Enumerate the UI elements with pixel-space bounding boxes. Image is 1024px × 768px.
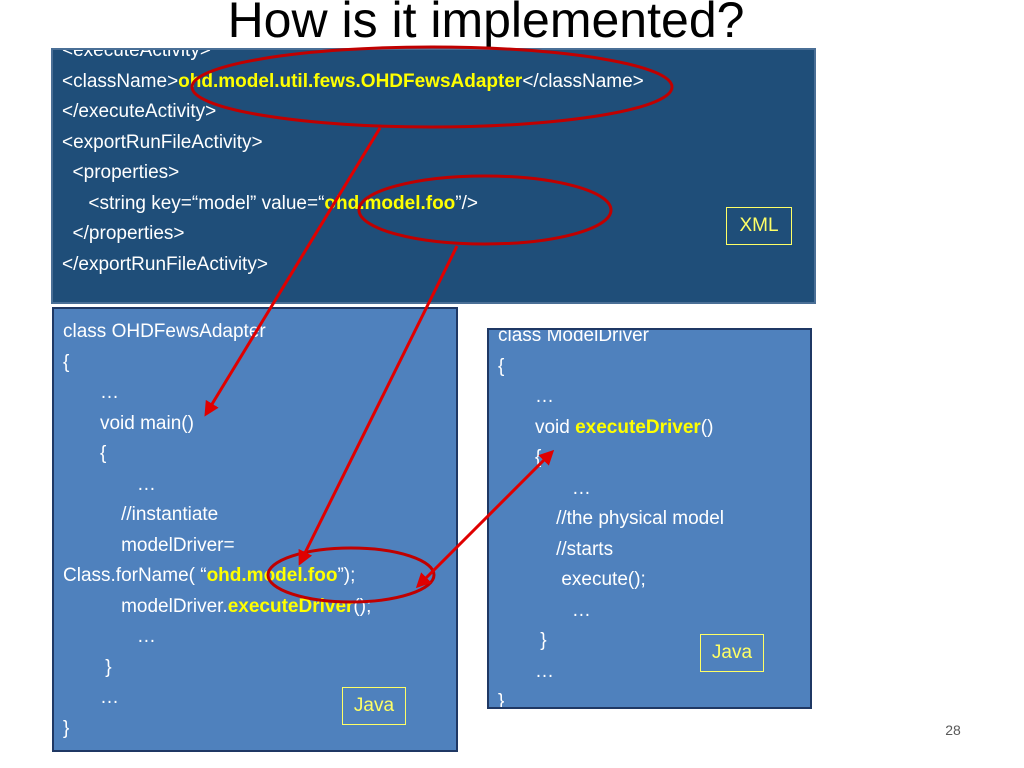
xml-label: XML [726, 207, 792, 245]
code-text: void main() [63, 412, 194, 434]
code-text: } [498, 691, 505, 709]
code-text: //starts [498, 538, 614, 560]
code-line: … [63, 470, 456, 501]
code-line: </properties> [62, 219, 814, 250]
code-text: } [63, 656, 112, 678]
code-text: modelDriver= [63, 534, 235, 556]
code-text: <properties> [62, 162, 180, 183]
code-text: ”); [337, 565, 356, 586]
code-text: <executeActivity> [62, 48, 211, 61]
code-line: { [63, 439, 456, 470]
code-text: … [498, 660, 554, 682]
code-text: modelDriver. [63, 595, 228, 617]
slide-title: How is it implemented? [227, 0, 745, 48]
code-text: { [498, 447, 542, 468]
code-line: { [498, 352, 810, 383]
code-text: execute(); [498, 569, 646, 590]
code-text: class OHDFewsAdapter [63, 321, 266, 342]
code-line: … [498, 382, 810, 413]
code-line: class OHDFewsAdapter [63, 317, 456, 348]
code-text: <string key=“model” value=“ [62, 192, 325, 214]
code-line: //the physical model [498, 504, 810, 535]
code-line: //instantiate [63, 500, 456, 531]
code-text: { [63, 443, 107, 464]
highlighted-identifier: executeDriver [227, 595, 354, 617]
adapter-java-label: Java [342, 687, 406, 725]
code-line: … [498, 474, 810, 505]
code-text: </properties> [62, 223, 185, 244]
code-text: void [498, 416, 576, 438]
code-line: <properties> [62, 158, 814, 189]
code-line: } [498, 626, 810, 657]
code-line: … [63, 683, 456, 714]
code-text: <className> [62, 70, 179, 92]
code-text: … [498, 599, 591, 621]
code-text: Class.forName( “ [63, 565, 207, 586]
code-line: <string key=“model” value=“ohd.model.foo… [62, 189, 814, 220]
highlighted-identifier: executeDriver [575, 416, 701, 438]
fews-adapter-class-panel: class OHDFewsAdapter{ … void main() { … … [52, 307, 458, 752]
code-line: modelDriver= [63, 531, 456, 562]
code-line: <className>ohd.model.util.fews.OHDFewsAd… [62, 67, 814, 98]
code-line: … [63, 622, 456, 653]
code-line: … [498, 657, 810, 688]
driver-java-label: Java [700, 634, 764, 672]
code-text: () [700, 416, 714, 438]
code-line: execute(); [498, 565, 810, 596]
code-line: <exportRunFileActivity> [62, 128, 814, 159]
code-line: { [63, 348, 456, 379]
code-line: </exportRunFileActivity> [62, 250, 814, 281]
code-text: … [63, 473, 156, 495]
xml-config-panel: <executeActivity> <className>ohd.model.ut… [51, 48, 816, 304]
code-text: … [498, 477, 591, 499]
page-number: 28 [945, 722, 961, 738]
code-line: } [498, 687, 810, 709]
code-line: //starts [498, 535, 810, 566]
code-line: modelDriver.executeDriver(); [63, 592, 456, 623]
code-line: } [63, 653, 456, 684]
code-text: ”/> [455, 192, 478, 214]
code-line: <executeActivity> [62, 48, 814, 67]
xml-code: <executeActivity> <className>ohd.model.ut… [62, 48, 814, 281]
code-line: { [498, 443, 810, 474]
adapter-code: class OHDFewsAdapter{ … void main() { … … [63, 317, 456, 744]
code-text: class ModelDriver [498, 328, 649, 346]
highlighted-identifier: ohd.model.foo [324, 192, 456, 214]
driver-code: class ModelDriver { … void executeDriver(… [498, 328, 810, 709]
code-text: //the physical model [498, 508, 724, 529]
code-text: … [498, 386, 554, 407]
code-line: … [63, 378, 456, 409]
code-text: … [63, 687, 119, 708]
code-text: </exportRunFileActivity> [62, 253, 268, 275]
code-line: void executeDriver() [498, 413, 810, 444]
code-text: </executeActivity> [62, 101, 217, 122]
highlighted-identifier: ohd.model.foo [206, 565, 338, 586]
code-text: } [63, 717, 70, 739]
code-line: class ModelDriver [498, 328, 810, 352]
code-text: { [498, 355, 505, 377]
code-text: } [498, 630, 547, 651]
highlighted-identifier: ohd.model.util.fews.OHDFewsAdapter [178, 70, 523, 92]
code-text: <exportRunFileActivity> [62, 131, 263, 153]
code-line: </executeActivity> [62, 97, 814, 128]
code-line: } [63, 714, 456, 745]
code-text: … [63, 626, 156, 647]
code-text: //instantiate [63, 504, 219, 525]
code-line: void main() [63, 409, 456, 440]
code-line: … [498, 596, 810, 627]
code-text: </className> [522, 70, 644, 92]
code-text: (); [353, 595, 372, 617]
code-text: { [63, 351, 70, 373]
code-line: Class.forName( “ohd.model.foo”); [63, 561, 456, 592]
code-text: … [63, 382, 119, 403]
